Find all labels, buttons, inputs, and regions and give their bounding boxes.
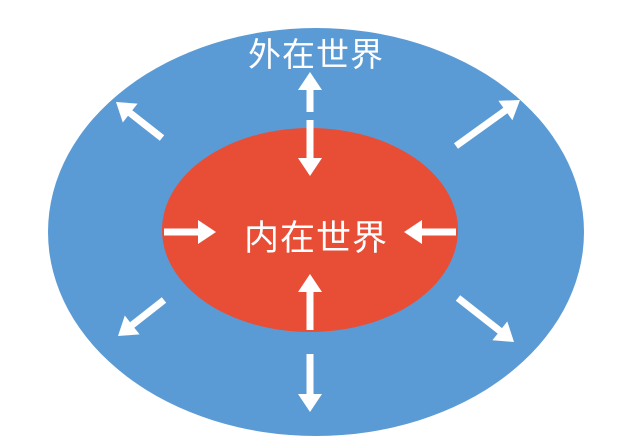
arrow-lower-right-outward-arrow-icon xyxy=(455,295,514,342)
arrows-group xyxy=(116,72,520,412)
outer-world-label: 外在世界 xyxy=(248,35,384,74)
arrow-lower-left-outward-arrow-icon xyxy=(118,297,167,336)
arrow-inner-bottom-up-inward-arrow-icon xyxy=(298,274,322,330)
arrow-inner-top-down-inward-arrow-icon xyxy=(298,120,322,176)
arrow-top-up-outward-arrow-icon xyxy=(298,72,322,112)
inner-world-ellipse xyxy=(162,128,458,332)
arrow-upper-left-outward-arrow-icon xyxy=(116,102,165,141)
arrow-upper-right-outward-arrow-icon xyxy=(454,100,520,149)
inner-world-label: 内在世界 xyxy=(243,219,389,259)
arrow-bottom-down-outward-arrow-icon xyxy=(298,354,322,412)
arrow-inner-left-right-inward-arrow-icon xyxy=(164,220,216,244)
arrow-inner-right-left-inward-arrow-icon xyxy=(404,220,456,244)
